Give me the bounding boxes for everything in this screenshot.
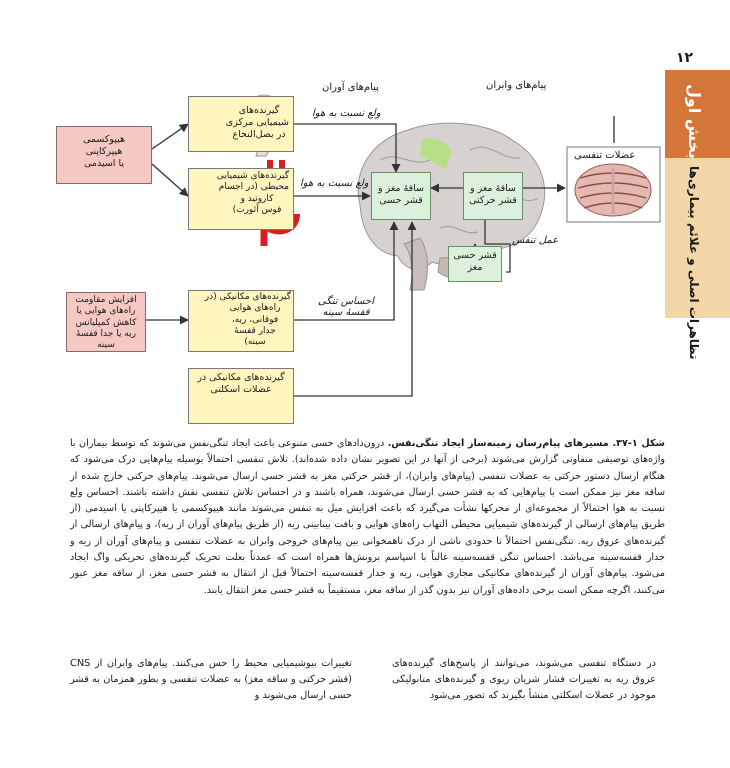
side-tab-chapter-label: تظاهرات اصلی و علائم بیماری‌ها [687,166,701,360]
body-text-left-column: تغییرات بیوشیمیایی محیط را حس می‌کنند. پ… [70,658,352,701]
figure-caption: شکل ۱-۳۷. مسیرهای پیام‌رسان زمینه‌ساز ای… [70,436,665,599]
page-number: ۱۲ [676,50,694,66]
label-air-hunger-2: ولع نسبت به هوا [300,178,369,189]
figure-diagram [146,94,661,419]
central-chemoreceptor-box: گیرنده‌های شیمیایی مرکزی در بصل‌النخاع [188,96,294,152]
sensory-cortex-box: قشر حسی مغز [448,246,502,282]
label-efferent: پیام‌های وابران [486,80,547,91]
brain-illustration [357,122,546,291]
label-chest-tightness: احساس تنگی قفسهٔ سینه [318,296,374,318]
caption-label: شکل ۱-۳۷. مسیرهای پیام‌رسان زمینه‌ساز ای… [387,438,665,449]
airway-mechanoreceptor-box: گیرنده‌های مکانیکی (در راه‌های هوایی فوق… [188,290,294,352]
label-air-hunger-1: ولع نسبت به هوا [312,108,381,119]
stimulus-mechanical-box: افزایش مقاومت راه‌های هوایی یا کاهش کمپل… [66,292,146,352]
side-tab-section: بخش اول [665,70,730,160]
pathway-arrows [146,116,615,397]
brainstem-sensory-box: ساقهٔ مغز و قشر حسی [371,172,431,220]
side-tab-chapter: تظاهرات اصلی و علائم بیماری‌ها [665,158,730,360]
side-tab-section-label: بخش اول [685,84,704,160]
respiratory-muscles-label: عضلات تنفسی [574,150,636,161]
label-afferent: پیام‌های آوران [322,82,379,93]
label-respiratory-effort: عمل تنفس [512,235,559,246]
muscle-mechanoreceptor-box: گیرنده‌های مکانیکی در عضلات اسکلتی [188,368,294,424]
stimulus-chemical-box: هیپوکسمی هیپرکاپنی یا اسیدمی [56,126,152,184]
peripheral-chemoreceptor-box: گیرنده‌های شیمیایی محیطی (در اجسام کاروت… [188,168,294,230]
caption-body: درون‌دادهای حسی متنوعی باعث ایجاد تنگی‌ن… [70,438,665,596]
body-text-right-column: در دستگاه تنفسی می‌شوند، می‌توانند از پا… [392,658,656,701]
brainstem-motor-box: ساقهٔ مغز و قشر حرکتی [463,172,523,220]
rib-cage-illustration [566,146,661,223]
